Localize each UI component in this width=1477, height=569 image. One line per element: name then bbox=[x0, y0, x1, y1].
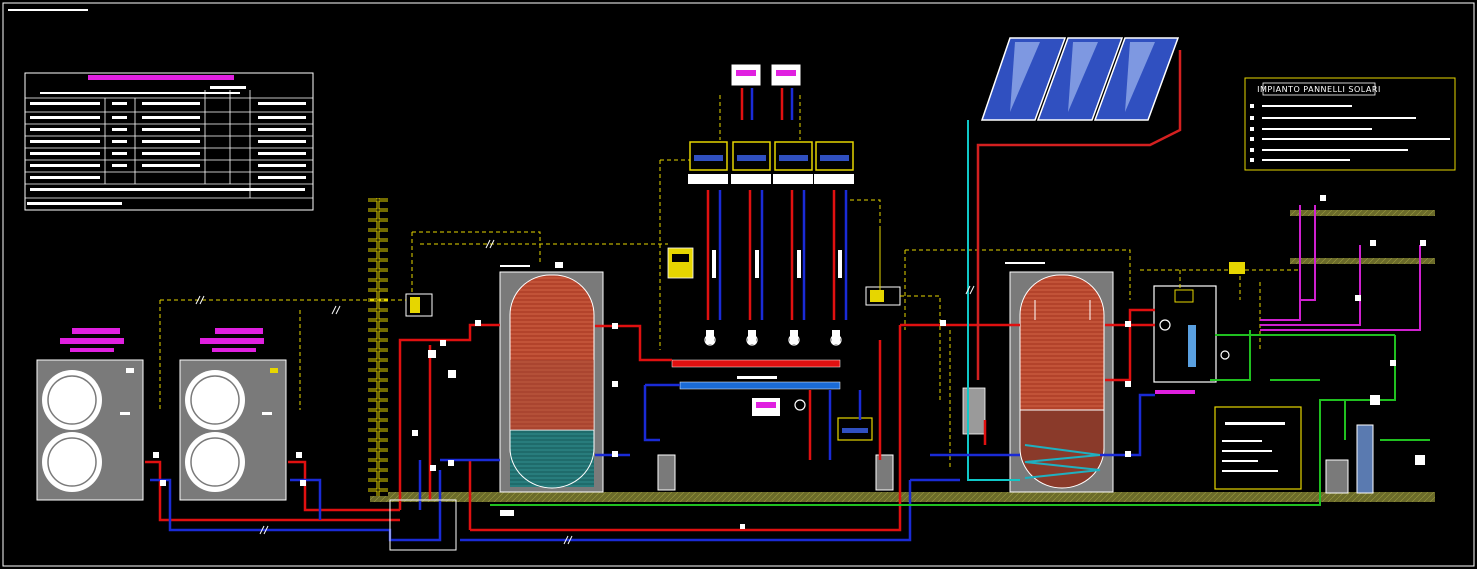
data-table bbox=[24, 72, 314, 211]
ground-slab bbox=[370, 492, 1435, 502]
solar-return-pipe bbox=[967, 120, 1020, 481]
control-panels bbox=[405, 247, 1302, 490]
boiler-row bbox=[688, 141, 854, 184]
recirculation-line bbox=[1260, 205, 1421, 331]
cable-break-marks bbox=[195, 239, 975, 545]
control-cables bbox=[159, 95, 1300, 470]
mid-floor-slab bbox=[1290, 258, 1435, 264]
upper-floor-slab bbox=[1290, 210, 1435, 216]
thermostats bbox=[731, 64, 801, 416]
solar-legend: IMPIANTO PANNELLI SOLARI bbox=[1244, 77, 1456, 171]
storage-tank-1 bbox=[499, 262, 604, 493]
pumps bbox=[704, 319, 1230, 411]
hot-pipes bbox=[145, 88, 1155, 532]
water-line bbox=[490, 330, 1430, 506]
heat-pump-1 bbox=[36, 328, 144, 501]
distribution-box bbox=[389, 499, 457, 551]
expansion-vessel-3 bbox=[1325, 459, 1349, 494]
expansion-vessel-2 bbox=[875, 454, 894, 491]
cold-pipes bbox=[150, 88, 1155, 542]
cold-manifold bbox=[679, 381, 841, 390]
heat-pump-2 bbox=[179, 328, 287, 501]
storage-tank-2 bbox=[1005, 262, 1114, 493]
tank-label-strip bbox=[737, 376, 777, 379]
brick-chimney bbox=[368, 198, 388, 496]
valves bbox=[153, 195, 1426, 529]
solar-panels bbox=[980, 37, 1180, 121]
hot-manifold bbox=[671, 359, 841, 368]
solar-supply-pipe bbox=[976, 50, 1182, 380]
solar-legend-title: IMPIANTO PANNELLI SOLARI bbox=[1257, 85, 1381, 94]
expansion-vessel-1 bbox=[657, 454, 676, 491]
legend-strip-pink bbox=[1155, 390, 1195, 394]
softener-column bbox=[1356, 424, 1374, 494]
